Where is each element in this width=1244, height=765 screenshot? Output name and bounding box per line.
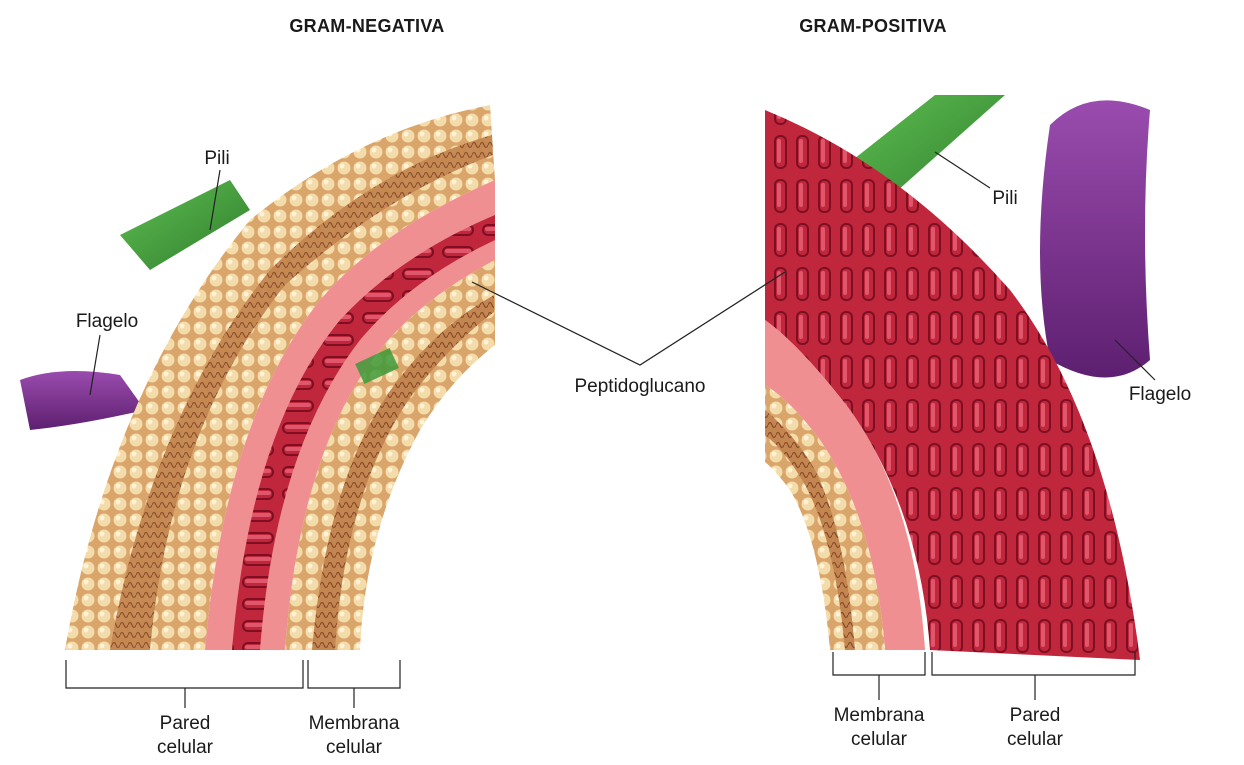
gram-positive-membrana-label: Membrana celular	[823, 704, 935, 752]
peptidoglucano-label: Peptidoglucano	[555, 375, 725, 399]
gram-negative-envelope	[20, 105, 495, 650]
gram-positive-title: GRAM-POSITIVA	[778, 14, 968, 38]
gram-negative-flagellum-shape	[20, 371, 145, 430]
brackets	[66, 652, 1135, 708]
gram-positive-envelope	[765, 95, 1150, 660]
gram-positive-pili-label: Pili	[975, 187, 1035, 211]
gram-negative-membrana-label: Membrana celular	[298, 712, 410, 760]
gram-positive-flagelo-label: Flagelo	[1115, 383, 1205, 407]
gram-positive-pared-label: Pared celular	[980, 704, 1090, 752]
gram-positive-flagellum-shape	[1040, 100, 1150, 377]
gram-negative-pared-label: Pared celular	[130, 712, 240, 760]
gram-negative-pili-label: Pili	[192, 147, 242, 171]
gram-negative-flagelo-label: Flagelo	[62, 310, 152, 334]
gram-negative-title: GRAM-NEGATIVA	[272, 14, 462, 38]
